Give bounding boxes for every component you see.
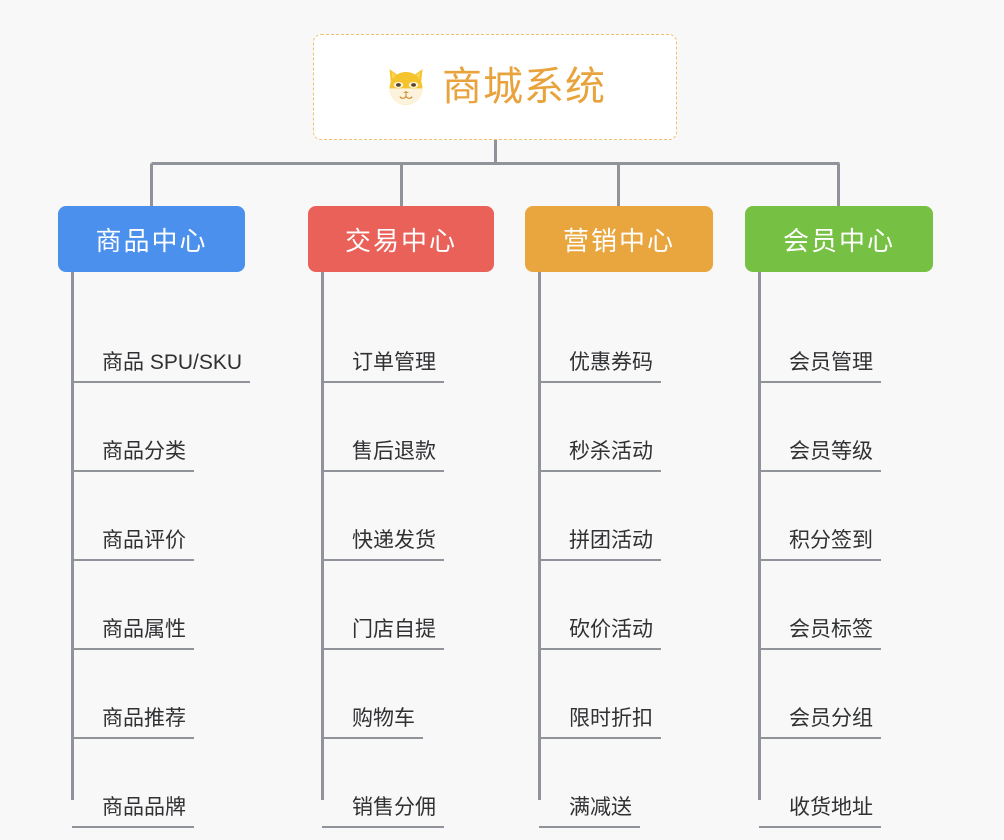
leaf-label: 优惠券码 [539, 350, 661, 383]
list-item[interactable]: 会员标签 [759, 561, 955, 650]
leaf-label: 会员管理 [759, 350, 881, 383]
leaf-label: 商品推荐 [72, 706, 194, 739]
leaf-label: 快递发货 [322, 528, 444, 561]
category-header-product[interactable]: 商品中心 [58, 206, 245, 272]
leaf-label: 积分签到 [759, 528, 881, 561]
shiba-dog-face-icon [384, 65, 428, 109]
root-node[interactable]: 商城系统 [313, 34, 677, 140]
leaf-label: 会员标签 [759, 617, 881, 650]
list-item[interactable]: 快递发货 [322, 472, 523, 561]
list-item[interactable]: 购物车 [322, 650, 523, 739]
category-header-marketing[interactable]: 营销中心 [525, 206, 713, 272]
list-item[interactable]: 商品品牌 [72, 739, 298, 828]
leaf-label: 会员分组 [759, 706, 881, 739]
list-item[interactable]: 商品分类 [72, 383, 298, 472]
root-title: 商城系统 [442, 65, 606, 109]
list-item[interactable]: 订单管理 [322, 294, 523, 383]
list-item[interactable]: 商品推荐 [72, 650, 298, 739]
list-item[interactable]: 拼团活动 [539, 472, 735, 561]
leaf-label: 砍价活动 [539, 617, 661, 650]
list-item[interactable]: 销售分佣 [322, 739, 523, 828]
leaf-label: 订单管理 [322, 350, 444, 383]
list-item[interactable]: 砍价活动 [539, 561, 735, 650]
leaf-label: 秒杀活动 [539, 439, 661, 472]
branch-column-marketing: 营销中心 优惠券码 秒杀活动 拼团活动 砍价活动 限时折扣 满减送 [525, 206, 735, 828]
list-item[interactable]: 收货地址 [759, 739, 955, 828]
branch-column-trade: 交易中心 订单管理 售后退款 快递发货 门店自提 购物车 销售分佣 [308, 206, 523, 828]
leaf-label: 商品评价 [72, 528, 194, 561]
list-item[interactable]: 限时折扣 [539, 650, 735, 739]
list-item[interactable]: 满减送 [539, 739, 735, 828]
category-header-label: 会员中心 [782, 225, 895, 256]
leaf-label: 门店自提 [322, 617, 444, 650]
category-header-trade[interactable]: 交易中心 [308, 206, 494, 272]
leaf-label: 满减送 [539, 795, 640, 828]
leaf-label: 商品分类 [72, 439, 194, 472]
category-header-label: 商品中心 [95, 225, 208, 256]
leaf-label: 商品属性 [72, 617, 194, 650]
leaf-label: 商品 SPU/SKU [72, 350, 251, 383]
leaf-label: 拼团活动 [539, 528, 661, 561]
list-item[interactable]: 商品 SPU/SKU [72, 294, 298, 383]
category-header-member[interactable]: 会员中心 [745, 206, 933, 272]
leaf-list-marketing: 优惠券码 秒杀活动 拼团活动 砍价活动 限时折扣 满减送 [539, 294, 735, 828]
leaf-list-member: 会员管理 会员等级 积分签到 会员标签 会员分组 收货地址 [759, 294, 955, 828]
branch-column-member: 会员中心 会员管理 会员等级 积分签到 会员标签 会员分组 收货地址 [745, 206, 955, 828]
list-item[interactable]: 积分签到 [759, 472, 955, 561]
list-item[interactable]: 售后退款 [322, 383, 523, 472]
leaf-label: 售后退款 [322, 439, 444, 472]
list-item[interactable]: 会员分组 [759, 650, 955, 739]
list-item[interactable]: 会员等级 [759, 383, 955, 472]
branch-column-product: 商品中心 商品 SPU/SKU 商品分类 商品评价 商品属性 商品推荐 商品品牌 [58, 206, 298, 828]
leaf-label: 会员等级 [759, 439, 881, 472]
leaf-list-trade: 订单管理 售后退款 快递发货 门店自提 购物车 销售分佣 [322, 294, 523, 828]
list-item[interactable]: 秒杀活动 [539, 383, 735, 472]
leaf-label: 限时折扣 [539, 706, 661, 739]
list-item[interactable]: 会员管理 [759, 294, 955, 383]
leaf-label: 收货地址 [759, 795, 881, 828]
list-item[interactable]: 门店自提 [322, 561, 523, 650]
leaf-label: 销售分佣 [322, 795, 444, 828]
list-item[interactable]: 优惠券码 [539, 294, 735, 383]
leaf-label: 购物车 [322, 706, 423, 739]
category-header-label: 交易中心 [344, 225, 457, 256]
leaf-label: 商品品牌 [72, 795, 194, 828]
category-header-label: 营销中心 [562, 225, 675, 256]
leaf-list-product: 商品 SPU/SKU 商品分类 商品评价 商品属性 商品推荐 商品品牌 [72, 294, 298, 828]
list-item[interactable]: 商品属性 [72, 561, 298, 650]
list-item[interactable]: 商品评价 [72, 472, 298, 561]
